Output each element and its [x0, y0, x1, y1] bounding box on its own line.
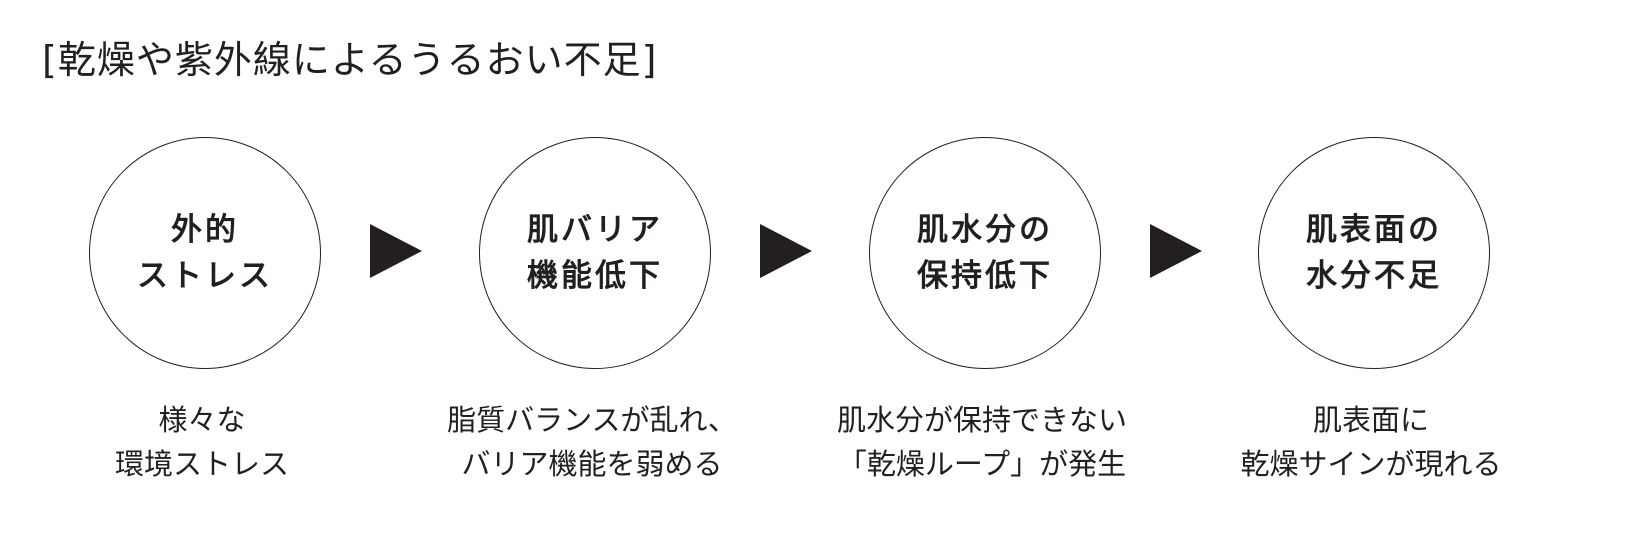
- stage-caption-external-stress: 様々な 環境ストレス: [32, 398, 372, 486]
- caption-line-2: 「乾燥ループ」が発生: [837, 447, 1127, 481]
- stage-circle: 肌表面の 水分不足: [1258, 137, 1490, 369]
- stage-caption-moisture-retention-decline: 肌水分が保持できない 「乾燥ループ」が発生: [812, 398, 1152, 486]
- caption-line-1: 肌表面に: [1312, 403, 1429, 437]
- stage-external-stress: 外的 ストレス: [89, 137, 325, 373]
- stage-circle: 外的 ストレス: [89, 137, 321, 369]
- circle-label-line-2: 機能低下: [527, 258, 663, 294]
- circle-label-line-1: 肌水分の: [917, 212, 1053, 248]
- caption-line-2: 乾燥サインが現れる: [1240, 447, 1502, 481]
- caption-line-2: 環境ストレス: [114, 447, 289, 481]
- stage-barrier-decline: 肌バリア 機能低下: [479, 137, 715, 373]
- stage-circle: 肌バリア 機能低下: [479, 137, 711, 369]
- right-arrow-icon: [760, 224, 812, 278]
- right-arrow-icon: [1150, 224, 1202, 278]
- stage-caption-barrier-decline: 脂質バランスが乱れ、 バリア機能を弱める: [422, 398, 762, 486]
- stage-caption-surface-moisture-shortage: 肌表面に 乾燥サインが現れる: [1201, 398, 1541, 486]
- caption-line-1: 肌水分が保持できない: [836, 403, 1127, 437]
- circle-label-line-1: 肌表面の: [1306, 212, 1442, 248]
- stage-surface-moisture-shortage: 肌表面の 水分不足: [1258, 137, 1494, 373]
- stage-moisture-retention-decline: 肌水分の 保持低下: [869, 137, 1105, 373]
- caption-line-1: 様々な: [158, 403, 246, 437]
- diagram-title: [乾燥や紫外線によるうるおい不足]: [42, 38, 658, 82]
- circle-label-line-2: 水分不足: [1306, 258, 1442, 294]
- caption-line-1: 脂質バランスが乱れ、: [447, 403, 737, 437]
- circle-label-line-2: 保持低下: [917, 258, 1053, 294]
- circle-label-line-1: 外的: [171, 212, 239, 248]
- right-arrow-icon: [370, 224, 422, 278]
- caption-line-2: バリア機能を弱める: [461, 447, 723, 481]
- circle-label-line-1: 肌バリア: [527, 212, 663, 248]
- stage-circle: 肌水分の 保持低下: [869, 137, 1101, 369]
- circle-label-line-2: ストレス: [137, 258, 273, 294]
